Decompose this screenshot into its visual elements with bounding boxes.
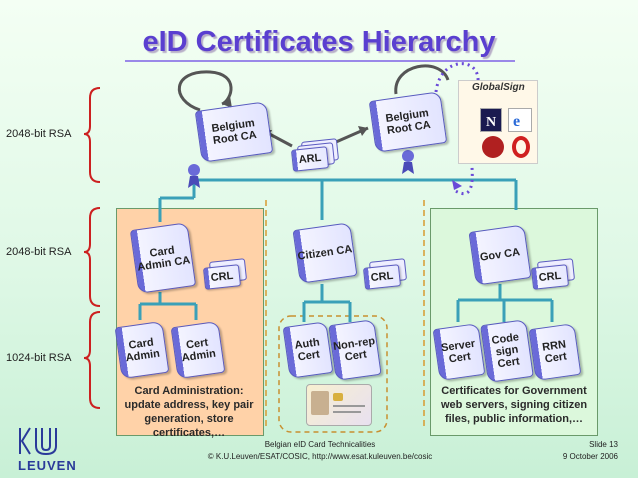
- opera-icon: [512, 136, 530, 158]
- gov-ca: Gov CA: [468, 224, 532, 286]
- kuleuven-emblem: [19, 427, 57, 456]
- code-sign-cert: Code sign Cert: [480, 319, 534, 383]
- page-title: eID Certificates Hierarchy: [142, 26, 496, 58]
- citizen-ca: Citizen CA: [292, 222, 358, 284]
- cert-admin-cert: Cert Admin: [170, 320, 226, 380]
- crl-gov: CRL: [530, 264, 570, 290]
- footer-line2: © K.U.Leuven/ESAT/COSIC, http://www.esat…: [207, 452, 433, 461]
- belgium-root-ca-1: Belgium Root CA: [194, 101, 274, 163]
- card-admin-description: Card Administration: update address, key…: [124, 385, 254, 439]
- title-underline: [125, 60, 515, 62]
- mozilla-icon: [482, 136, 504, 158]
- crl-citizen: CRL: [362, 264, 402, 290]
- internet-explorer-icon: e: [508, 108, 532, 132]
- card-photo: [311, 391, 329, 415]
- government-description: Certificates for Government web servers,…: [440, 385, 588, 425]
- server-cert: Server Cert: [432, 323, 486, 381]
- rsa-level-bottom: 1024-bit RSA: [6, 352, 72, 364]
- rsa-level-middle: 2048-bit RSA: [6, 246, 72, 258]
- rsa-level-top: 2048-bit RSA: [6, 128, 72, 140]
- crl-card-admin: CRL: [202, 264, 242, 290]
- rrn-cert: RRN Cert: [528, 323, 582, 381]
- kuleuven-logo-text: LEUVEN: [18, 458, 77, 473]
- footer-line1: Belgian eID Card Technicalities: [264, 440, 376, 449]
- belgium-root-ca-2: Belgium Root CA: [368, 91, 448, 153]
- svg-text:N: N: [486, 115, 496, 128]
- auth-cert: Auth Cert: [282, 321, 334, 379]
- footer-slide-number: Slide 13: [589, 440, 618, 449]
- rsa-braces: [83, 87, 101, 409]
- arl-document: ARL: [290, 146, 330, 172]
- nonrep-cert: Non-rep Cert: [328, 319, 382, 381]
- card-line-2: [333, 411, 361, 413]
- card-admin-cert: Card Admin: [114, 320, 170, 380]
- svg-text:e: e: [513, 113, 520, 129]
- netscape-icon: N: [480, 108, 502, 132]
- card-line-1: [333, 405, 365, 407]
- card-chip: [333, 393, 343, 401]
- eid-card-image: [306, 384, 372, 426]
- globalsign-logo: GlobalSign: [472, 82, 525, 93]
- footer-date: 9 October 2006: [562, 452, 618, 461]
- card-admin-ca: Card Admin CA: [129, 222, 197, 294]
